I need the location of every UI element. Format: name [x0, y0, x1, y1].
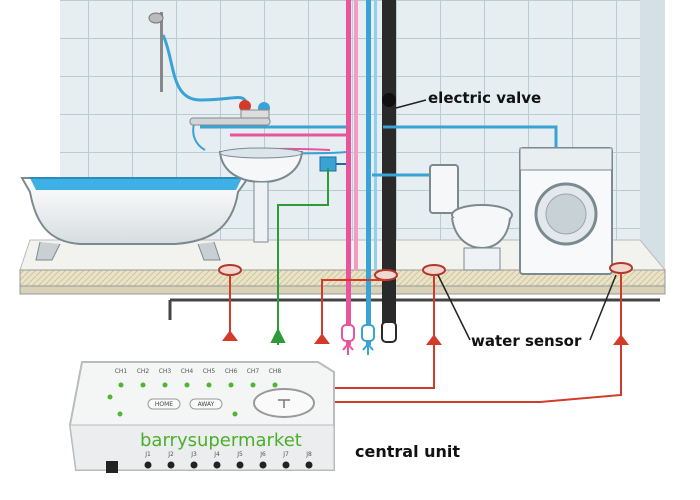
terminal-label: J3 [191, 451, 197, 458]
channel-label: CH4 [180, 368, 194, 375]
channel-label: CH3 [158, 368, 172, 375]
electric-valve-box [319, 156, 346, 172]
water-sensor-toilet [422, 264, 446, 276]
central-unit-label: central unit [355, 442, 461, 461]
channel-label: CH2 [136, 368, 150, 375]
away-button-label: AWAY [197, 401, 215, 408]
drain-pipe [382, 0, 396, 340]
channel-label: CH6 [224, 368, 238, 375]
central-unit-device [68, 361, 335, 473]
valve-control-wire [270, 168, 329, 345]
watermark-text: barrysupermarket [140, 430, 302, 451]
channel-label: CH1 [114, 368, 128, 375]
pipe-fittings [341, 321, 397, 355]
channel-leds [118, 382, 278, 388]
wash-basin [218, 147, 304, 243]
terminal-label: J6 [260, 451, 266, 458]
label-pointers [395, 99, 617, 341]
channel-label: CH5 [202, 368, 216, 375]
floor-slab [19, 239, 667, 320]
away-button [189, 398, 223, 410]
water-sensor-riser [374, 269, 398, 281]
water-sensor-label: water sensor [471, 332, 582, 350]
terminal-label: J7 [283, 451, 289, 458]
channel-label: CH8 [268, 368, 282, 375]
electric-valve-marker [382, 93, 396, 107]
power-socket [106, 461, 118, 473]
water-sensor-bathtub [218, 264, 242, 276]
toilet [429, 164, 513, 271]
terminal-jacks [144, 461, 313, 469]
channel-label: CH7 [246, 368, 260, 375]
terminal-label: J1 [145, 451, 151, 458]
terminal-label: J8 [306, 451, 312, 458]
water-sensor-washer [609, 262, 633, 274]
terminal-label: J4 [214, 451, 220, 458]
home-button-label: HOME [154, 401, 174, 408]
terminal-label: J5 [237, 451, 243, 458]
power-led [107, 394, 113, 400]
hot-tap-icon [239, 100, 251, 112]
hot-water-riser [346, 0, 358, 345]
home-button [147, 398, 181, 410]
cold-water-riser [366, 0, 377, 345]
sensor-signal-wires [222, 273, 629, 403]
shower-set [148, 12, 271, 126]
electric-valve-label: electric valve [428, 89, 542, 107]
terminal-label: J2 [168, 451, 174, 458]
washing-machine [519, 147, 613, 275]
bathtub [20, 177, 250, 261]
